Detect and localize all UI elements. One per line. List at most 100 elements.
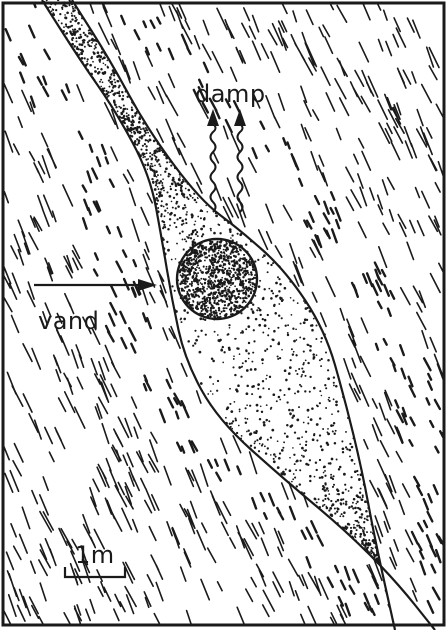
stipple-dot — [249, 433, 252, 436]
stipple-dot — [111, 90, 114, 93]
foliation-stroke — [301, 125, 306, 139]
stipple-dot — [235, 305, 237, 307]
stipple-dot — [299, 336, 301, 338]
stipple-dot — [362, 529, 364, 531]
stipple-dot — [212, 393, 214, 395]
foliation-stroke — [208, 460, 212, 468]
stipple-dot — [216, 252, 218, 254]
stipple-dot — [101, 58, 103, 60]
stipple-dot — [265, 452, 267, 454]
foliation-stroke — [321, 313, 327, 326]
stipple-dot — [334, 512, 336, 514]
foliation-stroke — [429, 155, 437, 171]
stipple-dot — [285, 468, 287, 470]
stipple-dot — [192, 230, 195, 233]
stipple-dot — [316, 469, 318, 471]
stipple-dot — [147, 162, 149, 164]
stipple-dot — [250, 445, 252, 447]
stipple-dot — [190, 237, 192, 239]
foliation-stroke — [4, 192, 8, 203]
stipple-dot — [194, 199, 197, 202]
foliation-stroke — [250, 452, 257, 474]
stipple-dot — [215, 291, 217, 293]
stipple-dot — [214, 280, 216, 282]
stipple-dot — [300, 376, 302, 378]
stipple-dot — [281, 449, 284, 452]
stipple-dot — [202, 286, 204, 288]
stipple-dot — [263, 421, 266, 424]
stipple-dot — [212, 294, 214, 296]
stipple-dot — [163, 221, 165, 223]
stipple-dot — [196, 266, 198, 268]
stipple-dot — [373, 552, 375, 554]
foliation-stroke — [23, 597, 30, 616]
stipple-dot — [194, 224, 196, 226]
foliation-stroke — [195, 36, 200, 49]
stipple-dot — [100, 86, 102, 88]
stipple-dot — [262, 380, 264, 382]
foliation-stroke — [335, 566, 338, 572]
foliation-stroke — [237, 526, 245, 548]
stipple-dot — [241, 283, 244, 286]
foliation-stroke — [12, 316, 19, 333]
stipple-dot — [358, 521, 360, 523]
stipple-dot — [229, 403, 231, 405]
foliation-stroke — [229, 198, 239, 218]
stipple-dot — [224, 287, 226, 289]
stipple-dot — [322, 500, 324, 502]
stipple-dot — [318, 498, 320, 500]
foliation-stroke — [269, 494, 274, 506]
stipple-dot — [354, 463, 356, 465]
foliation-stroke — [301, 86, 307, 102]
stipple-dot — [185, 222, 187, 224]
stipple-dot — [212, 272, 214, 274]
stipple-dot — [237, 253, 239, 255]
foliation-stroke — [428, 374, 431, 380]
stipple-dot — [299, 483, 301, 485]
stipple-dot — [238, 425, 240, 427]
stipple-dot — [208, 300, 210, 302]
foliation-stroke — [293, 11, 296, 22]
foliation-stroke — [401, 288, 410, 305]
stipple-dot — [279, 452, 281, 454]
stipple-dot — [320, 445, 322, 447]
stipple-dot — [252, 352, 254, 354]
stipple-dot — [205, 252, 208, 255]
foliation-stroke — [388, 178, 395, 190]
stipple-dot — [207, 271, 209, 273]
stipple-dot — [262, 363, 264, 365]
foliation-stroke — [204, 63, 208, 72]
foliation-stroke — [326, 93, 334, 111]
foliation-stroke — [20, 73, 24, 83]
stipple-dot — [80, 52, 83, 55]
foliation-stroke — [375, 595, 379, 604]
stipple-dot — [156, 193, 158, 195]
stipple-dot — [147, 132, 149, 134]
foliation-stroke — [40, 583, 46, 601]
stipple-dot — [215, 275, 217, 277]
stipple-dot — [182, 273, 184, 275]
stipple-dot — [221, 261, 223, 263]
foliation-stroke — [290, 582, 295, 596]
foliation-stroke — [380, 441, 388, 457]
stipple-dot — [322, 428, 324, 430]
stipple-dot — [262, 443, 264, 445]
stipple-dot — [174, 290, 176, 292]
stipple-dot — [257, 388, 259, 390]
foliation-stroke — [91, 359, 97, 375]
stipple-dot — [179, 287, 181, 289]
stipple-dot — [243, 254, 245, 256]
foliation-stroke — [290, 244, 297, 264]
stipple-dot — [256, 309, 258, 311]
stipple-dot — [273, 460, 276, 463]
foliation-stroke — [352, 358, 356, 367]
stipple-dot — [333, 484, 335, 486]
stipple-dot — [354, 470, 357, 473]
foliation-stroke — [215, 460, 218, 466]
foliation-stroke — [75, 606, 81, 623]
foliation-stroke — [424, 358, 430, 370]
foliation-stroke — [308, 607, 316, 625]
stipple-dot — [158, 195, 161, 198]
stipple-dot — [246, 265, 249, 268]
